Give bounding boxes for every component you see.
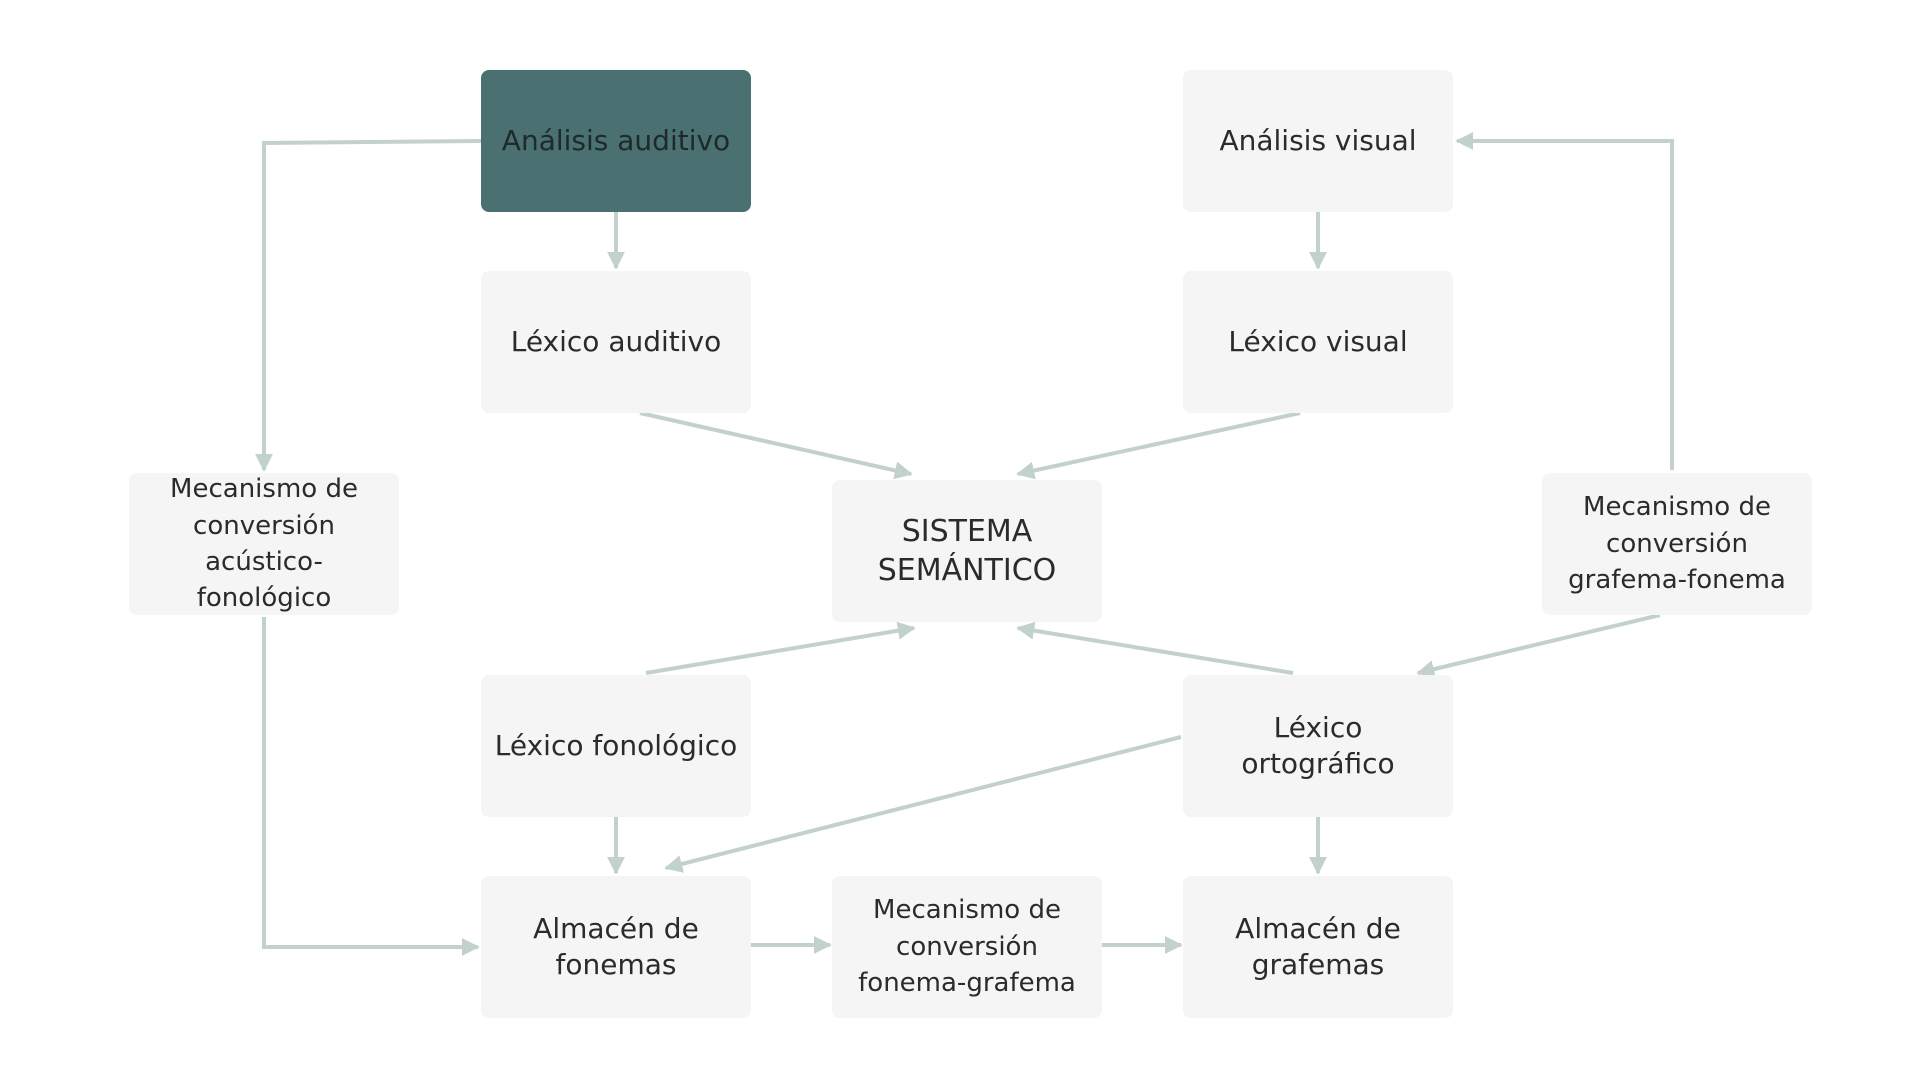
node-almacen-grafemas: Almacén de grafemas	[1183, 876, 1453, 1018]
node-lexico-auditivo: Léxico auditivo	[481, 271, 751, 413]
node-sistema-semantico: SISTEMA SEMÁNTICO	[832, 480, 1102, 622]
node-conversion-acustico-fonologico: Mecanismo de conversión acústico-fonológ…	[129, 473, 399, 615]
arrow-lexico-fonologico-to-semantico	[645, 621, 916, 675]
arrow-lexico-auditivo-to-semantico	[639, 411, 913, 480]
node-lexico-visual: Léxico visual	[1183, 271, 1453, 413]
node-conversion-fonema-grafema: Mecanismo de conversión fonema-grafema	[832, 876, 1102, 1018]
arrow-auditivo-to-conv-acustico	[255, 139, 482, 472]
arrow-lexico-ortografico-to-semantico	[1016, 621, 1294, 675]
node-analisis-auditivo: Análisis auditivo	[481, 70, 751, 212]
node-lexico-fonologico: Léxico fonológico	[481, 675, 751, 817]
arrow-lexico-visual-to-semantico	[1016, 411, 1301, 480]
arrow-conv-grafema-to-visual	[1455, 132, 1674, 470]
arrow-lexico-ortografico-to-almacen-fonemas	[664, 735, 1182, 873]
node-lexico-ortografico: Léxico ortográfico	[1183, 675, 1453, 817]
node-almacen-fonemas: Almacén de fonemas	[481, 876, 751, 1018]
node-analisis-visual: Análisis visual	[1183, 70, 1453, 212]
arrow-conv-grafema-to-ortografico	[1416, 613, 1661, 678]
node-conversion-grafema-fonema: Mecanismo de conversión grafema-fonema	[1542, 473, 1812, 615]
arrow-conv-acustico-to-almacen-fonemas	[262, 617, 480, 956]
